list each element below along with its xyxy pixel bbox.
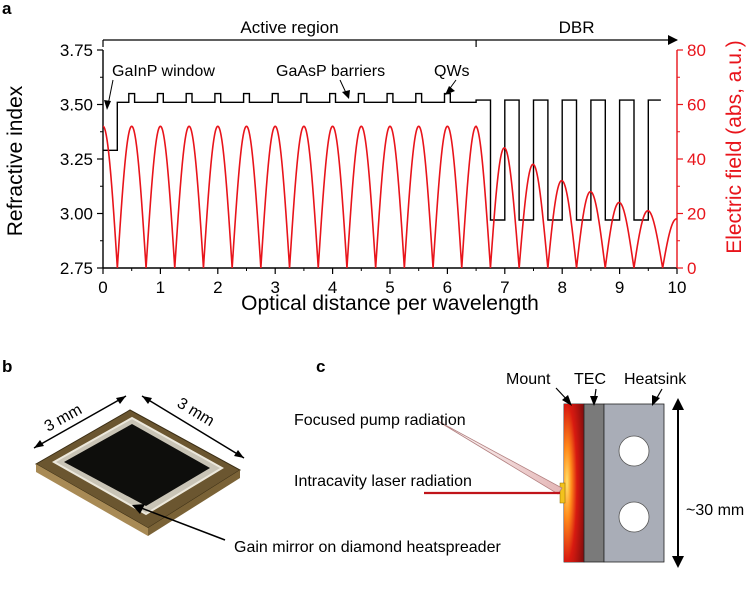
x-tick-label: 6 [443,278,452,297]
y-tick-label: 3.00 [60,205,93,224]
y2-tick-label: 20 [687,205,706,224]
x-tick-label: 2 [213,278,222,297]
gain-mirror-caption: Gain mirror on diamond heatspreader [234,539,501,556]
region-label-active: Active region [240,18,338,37]
tec-callout: TEC [574,371,606,406]
y-tick-label: 2.75 [60,259,93,278]
mount-hotspot [564,404,584,562]
laser-label: Intracavity laser radiation [294,473,472,490]
panel-label-b: b [2,357,12,376]
x-tick-label: 0 [98,278,107,297]
heatsink-label: Heatsink [624,371,687,388]
x-tick-label: 4 [328,278,337,297]
y2-axis-label: Electric field (abs, a.u.) [723,40,746,254]
annotation-arrowhead-barriers [342,90,350,99]
cooling-stack [559,403,665,563]
gain-mirror-callout: Gain mirror on diamond heatspreader [132,504,501,556]
tec-block [583,403,605,563]
electric-field-line [102,125,678,269]
region-label-dbr: DBR [559,18,595,37]
annotation-qws: QWs [434,63,470,80]
dim-left-label: 3 mm [42,401,85,435]
pump-beam [435,419,563,495]
annotation-gaasp-barriers: GaAsP barriers [276,63,385,80]
gain-mirror-chip [34,409,241,536]
x-tick-label: 7 [500,278,509,297]
mount-callout: Mount [506,371,572,406]
annotation-gainp-window: GaInP window [112,63,215,80]
heatsink-hole-top [618,435,650,467]
x-axis-label: Optical distance per wavelength [241,292,539,315]
y-tick-label: 3.75 [60,41,93,60]
y-axis-label: Refractive index [4,85,27,236]
heatsink-block [603,403,665,563]
dim-right-label: 3 mm [174,395,217,430]
x-tick-label: 10 [668,278,687,297]
y2-tick-label: 40 [687,150,706,169]
panel-label-c: c [316,357,325,376]
size-dimension: ~30 mm [672,398,744,568]
refractive-index-line [103,92,661,221]
x-tick-label: 8 [557,278,566,297]
size-label: ~30 mm [686,502,744,519]
heatsink-hole-bottom [618,501,650,533]
y2-tick-label: 60 [687,96,706,115]
heatsink-callout: Heatsink [624,371,687,406]
panel-label-a: a [2,0,12,18]
y2-tick-label: 0 [687,259,696,278]
x-tick-label: 9 [615,278,624,297]
annotation-arrowhead-qws [445,86,455,95]
pump-label: Focused pump radiation [294,412,466,429]
x-tick-label: 1 [156,278,165,297]
gain-chip [559,482,566,504]
tec-label: TEC [574,371,606,388]
region-bracket-arrow [668,35,678,45]
x-tick-label: 5 [385,278,394,297]
mount-label: Mount [506,371,551,388]
x-tick-label: 3 [270,278,279,297]
annotation-arrowhead-window [104,100,111,110]
chart-a: 0 1 2 3 4 5 6 7 8 9 10 2.75 3.00 3.25 3.50 3.75 0 20 40 60 8… [4,18,746,315]
y2-tick-label: 80 [687,41,706,60]
y-tick-label: 3.25 [60,150,93,169]
y-tick-label: 3.50 [60,96,93,115]
